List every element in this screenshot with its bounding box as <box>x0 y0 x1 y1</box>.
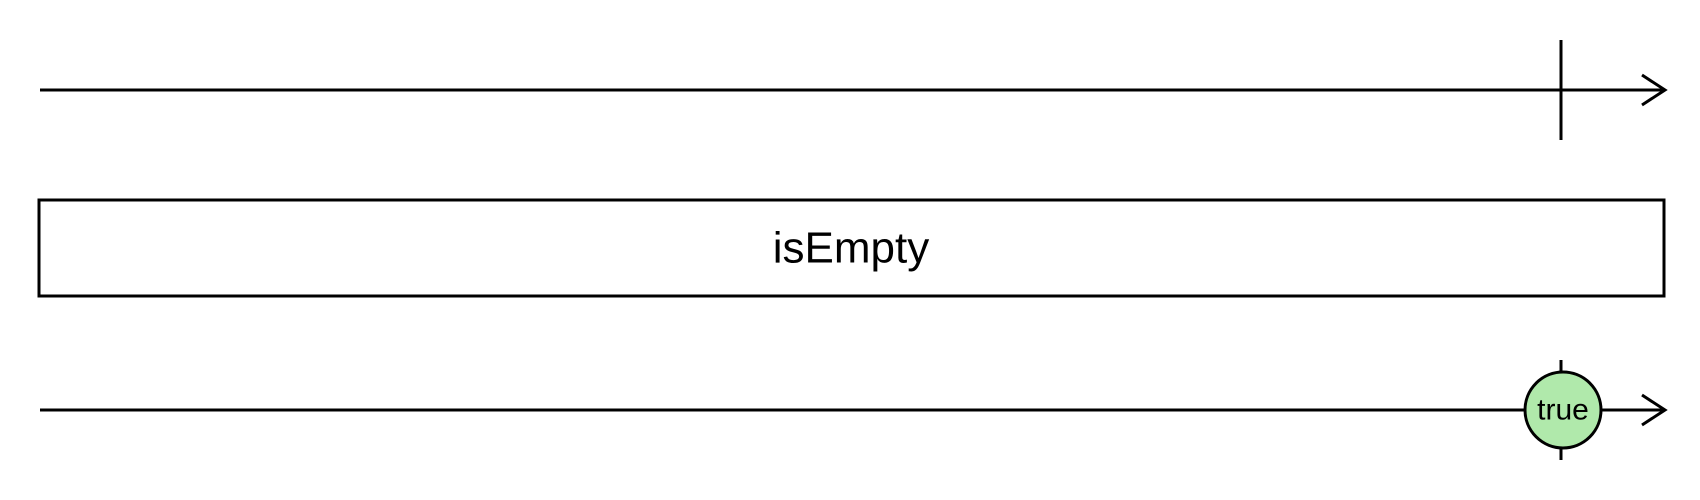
input-stream <box>40 40 1668 140</box>
operator-box-group: isEmpty <box>37 198 1666 298</box>
operator-box <box>37 198 1666 298</box>
output-arrowhead <box>1641 393 1668 427</box>
output-stream: true <box>40 360 1668 460</box>
marble-label: true <box>1537 394 1589 427</box>
operator-label: isEmpty <box>773 224 929 273</box>
input-arrowhead <box>1641 73 1668 107</box>
output-marble: true <box>1523 370 1603 450</box>
marble-circle <box>1523 370 1603 450</box>
